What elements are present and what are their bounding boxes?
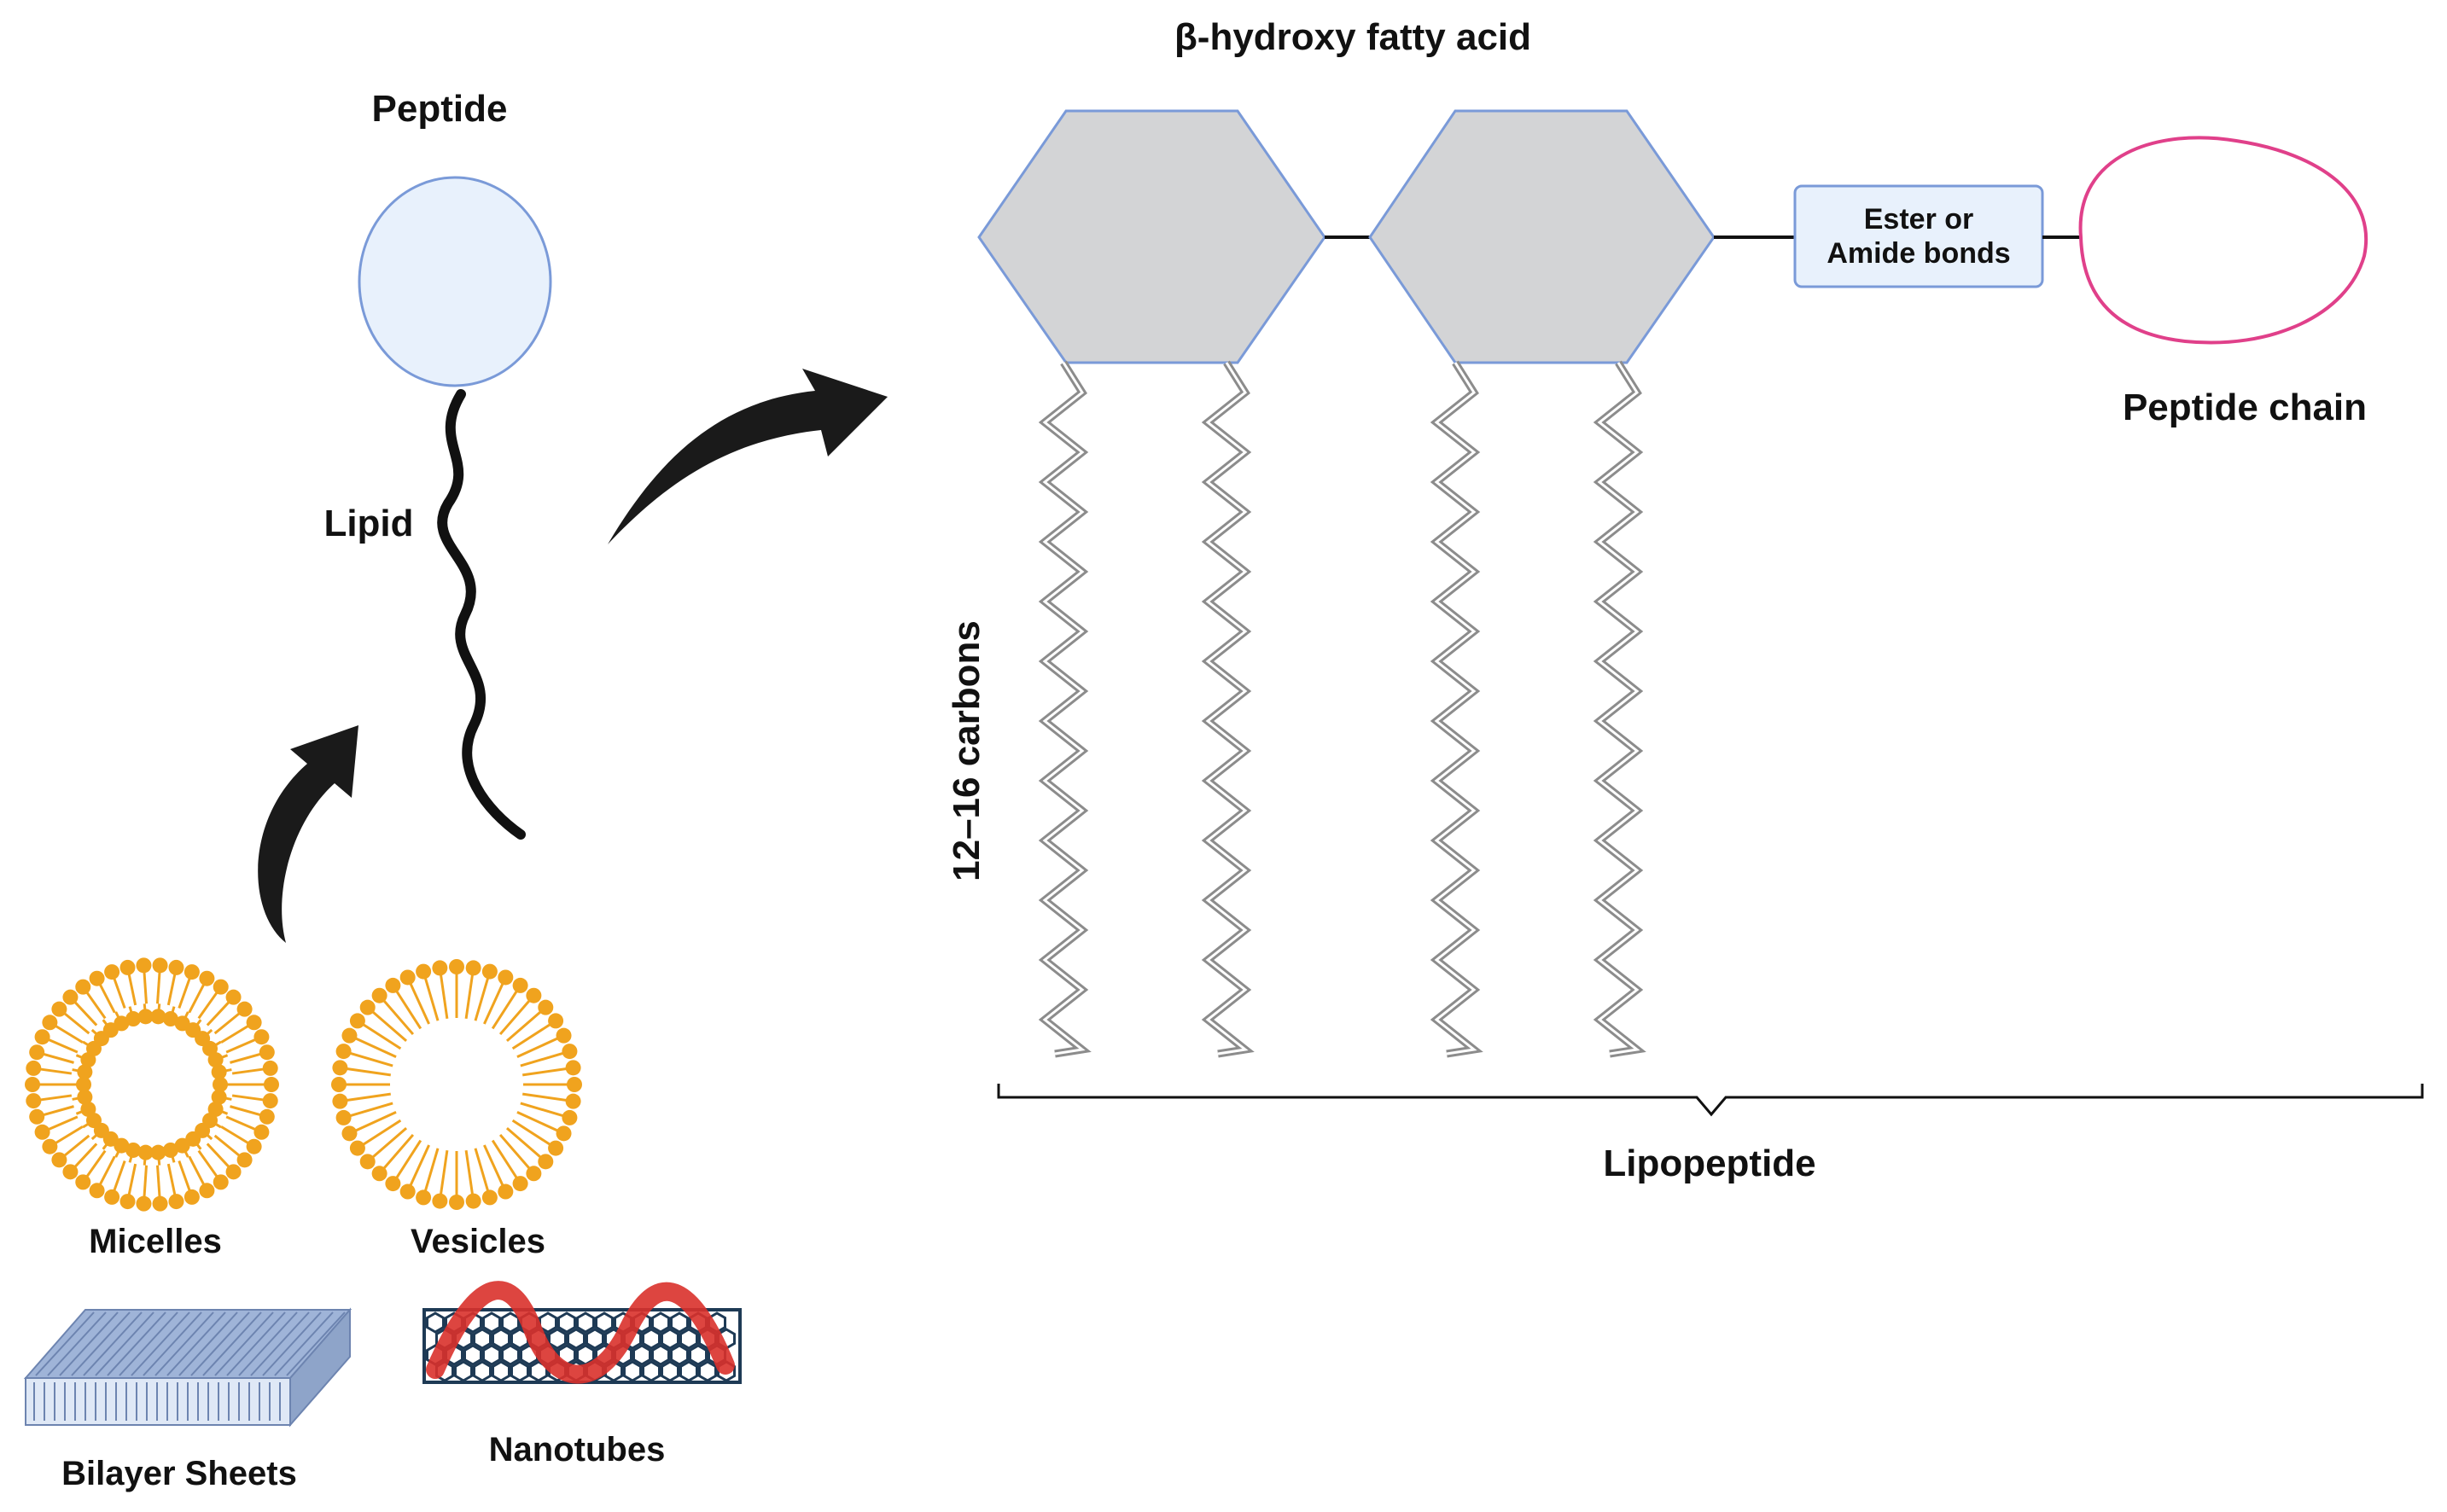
lipopeptide-label: Lipopeptide xyxy=(1603,1143,1815,1184)
lipid-tail xyxy=(437,389,526,840)
micelles-label: Micelles xyxy=(89,1223,222,1260)
fatty-acid-chain-3-highlight xyxy=(1434,362,1477,1055)
peptide-label: Peptide xyxy=(372,88,508,130)
arrow-to-structure-icon xyxy=(608,369,888,544)
fatty-acid-chain-2-highlight xyxy=(1205,362,1249,1055)
nanotubes-label: Nanotubes xyxy=(489,1431,666,1468)
lipopeptide-brace xyxy=(997,1084,2424,1117)
fatty-acid-ring-1 xyxy=(977,109,1326,364)
nanotube-icon xyxy=(422,1281,742,1384)
lipid-label: Lipid xyxy=(323,503,413,544)
beta-hydroxy-label: β-hydroxy fatty acid xyxy=(1174,16,1531,58)
bilayer-sheets-label: Bilayer Sheets xyxy=(61,1455,297,1492)
ester-amide-box xyxy=(1793,184,2044,288)
fatty-acid-chain-4-highlight xyxy=(1597,362,1640,1055)
peptide-chain-loop xyxy=(2078,136,2368,345)
peptide-head xyxy=(358,176,552,387)
micelle-icon xyxy=(25,957,279,1212)
carbons-label: 12–16 carbons xyxy=(946,620,988,881)
peptide-chain-label: Peptide chain xyxy=(2123,387,2367,428)
fatty-acid-ring-2 xyxy=(1368,109,1716,364)
fatty-acid-chains xyxy=(1038,360,1646,1058)
arrow-up-icon xyxy=(258,725,358,943)
bilayer-sheet-icon xyxy=(23,1307,352,1428)
amide-bonds-label: Amide bonds xyxy=(1827,237,2010,270)
fatty-acid-chain-1-highlight xyxy=(1042,362,1086,1055)
vesicle-icon xyxy=(331,959,582,1210)
vesicles-label: Vesicles xyxy=(411,1223,545,1260)
ester-label: Ester or xyxy=(1864,203,1974,236)
